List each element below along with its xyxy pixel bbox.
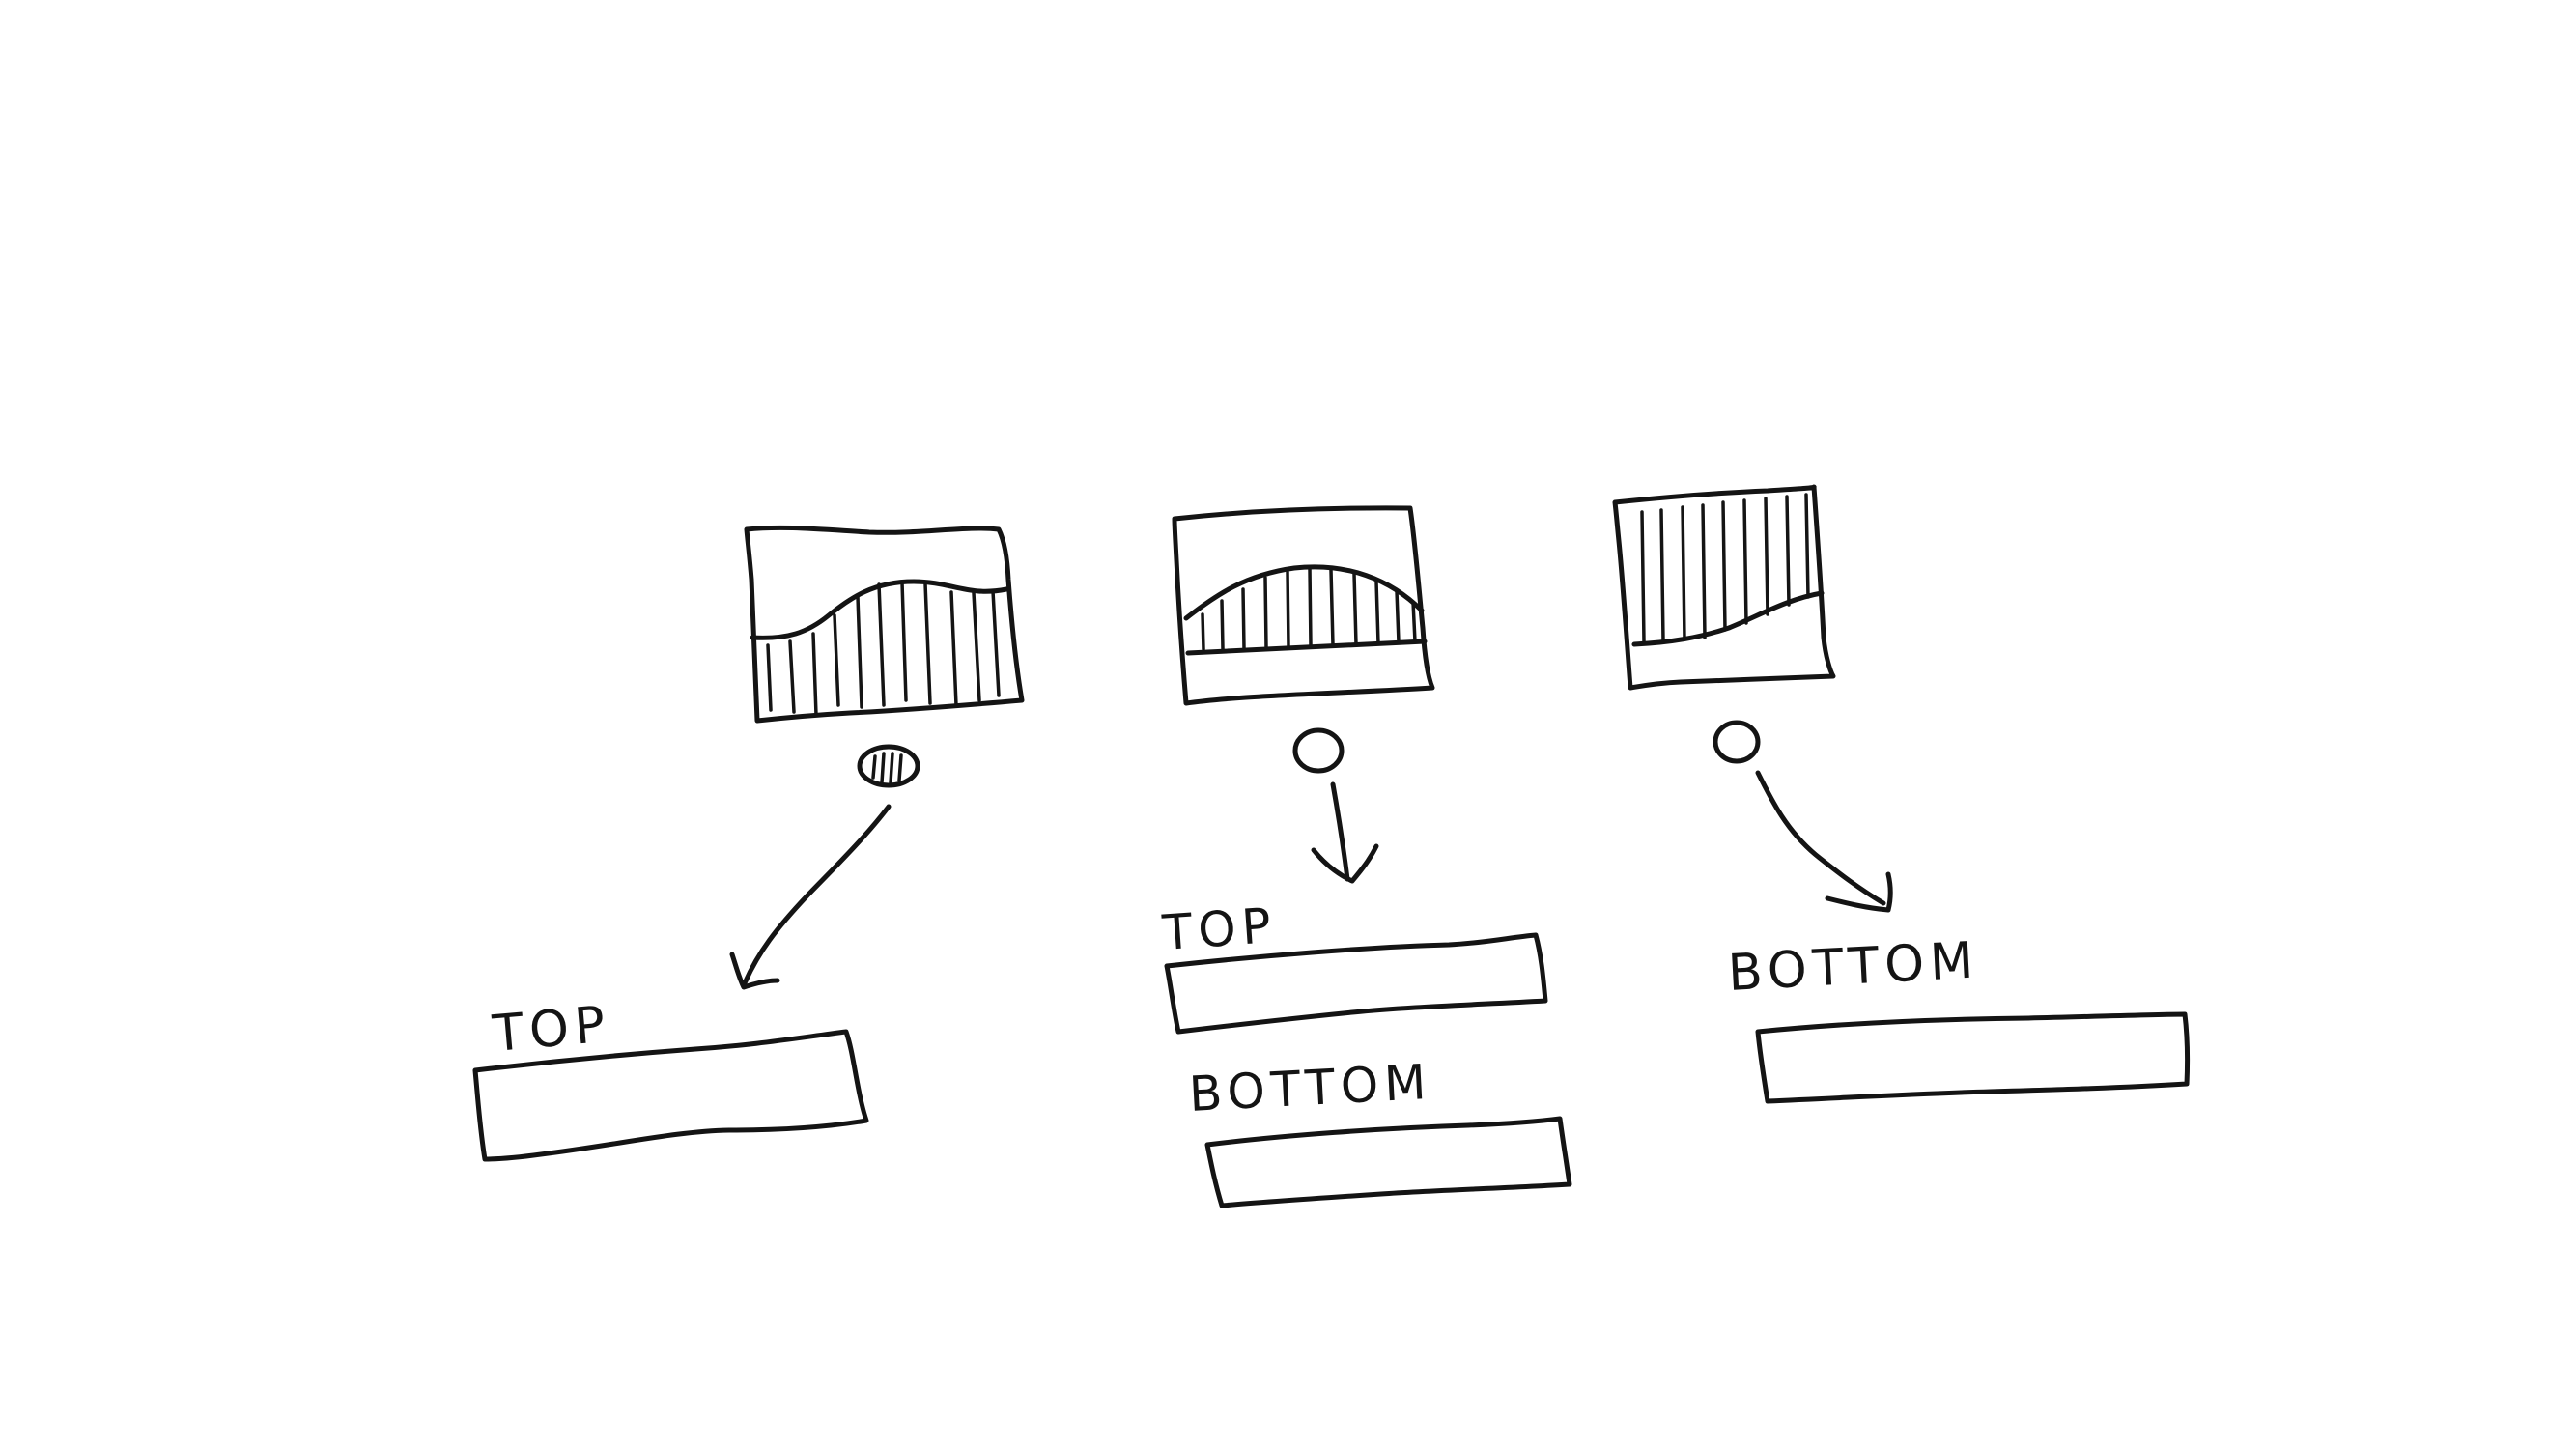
arrow-line — [741, 804, 892, 988]
field-label-bottom: BOTTOM — [1188, 1054, 1433, 1122]
diagram-middle-range: TOP BOTTOM — [1160, 505, 1572, 1208]
thumbnail-frame — [1172, 505, 1435, 706]
field-label: TOP — [490, 996, 613, 1064]
diagram-bottom-range: TOP — [472, 525, 1025, 1162]
range-handle-empty[interactable] — [1713, 720, 1761, 764]
thumbnail-hatching — [1640, 493, 1810, 643]
diagram-top-range: BOTTOM — [1612, 484, 2191, 1104]
thumbnail-frame — [744, 525, 1025, 724]
field-label-top: TOP — [1160, 897, 1279, 961]
thumbnail-curve — [750, 579, 1009, 640]
thumbnail-hatching — [1201, 567, 1417, 651]
range-input-field[interactable] — [472, 1029, 869, 1162]
thumbnail-curve — [1631, 590, 1825, 647]
thumbnail-frame — [1612, 484, 1836, 691]
range-input-field[interactable] — [1755, 1011, 2191, 1104]
arrow-line — [1330, 781, 1350, 882]
thumbnail-hatching — [766, 581, 1001, 717]
arrow-head — [1311, 843, 1379, 884]
arrow-head — [729, 952, 780, 990]
range-handle-filled[interactable] — [857, 744, 920, 788]
range-handle-empty[interactable] — [1292, 727, 1345, 774]
field-label: BOTTOM — [1727, 931, 1981, 1003]
arrow-line — [1755, 770, 1886, 906]
arrow-head — [1825, 871, 1893, 913]
thumbnail-curve-top — [1183, 564, 1425, 621]
range-input-field-bottom[interactable] — [1204, 1116, 1572, 1208]
thumbnail-curve-bottom — [1185, 639, 1428, 656]
range-input-field-top[interactable] — [1164, 932, 1548, 1035]
handle-hatching — [871, 752, 903, 784]
